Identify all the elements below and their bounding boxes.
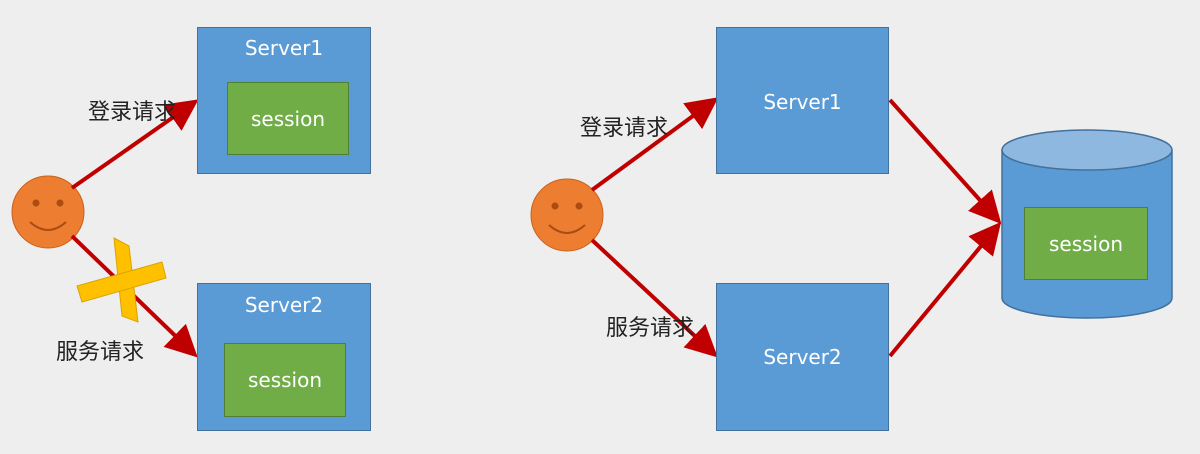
right-server1-box: Server1 bbox=[716, 27, 889, 174]
left-login-arrow bbox=[70, 99, 199, 190]
server1-to-db-arrow bbox=[888, 98, 1002, 224]
database-session: session bbox=[1024, 207, 1148, 280]
right-service-arrow bbox=[590, 238, 718, 358]
left-server2-box: Server2 session bbox=[197, 283, 371, 431]
left-login-request-label: 登录请求 bbox=[88, 100, 177, 125]
right-server1-title: Server1 bbox=[763, 90, 842, 114]
right-server2-box: Server2 bbox=[716, 283, 889, 431]
left-server2-title: Server2 bbox=[244, 293, 324, 317]
server2-to-db-arrow bbox=[888, 221, 1002, 358]
right-server2-title: Server2 bbox=[763, 345, 842, 369]
left-server1-box: Server1 session bbox=[197, 27, 371, 174]
right-login-request-label: 登录请求 bbox=[580, 116, 669, 141]
left-server2-session: session bbox=[224, 343, 346, 417]
right-login-arrow bbox=[590, 97, 719, 192]
right-service-request-label: 服务请求 bbox=[606, 316, 695, 341]
left-server1-title: Server1 bbox=[244, 36, 324, 60]
left-server1-session: session bbox=[227, 82, 349, 155]
left-user-face-icon bbox=[11, 175, 85, 249]
right-user-face-icon bbox=[530, 178, 604, 252]
blocked-cross-icon bbox=[76, 237, 167, 323]
left-service-request-label: 服务请求 bbox=[56, 340, 145, 365]
